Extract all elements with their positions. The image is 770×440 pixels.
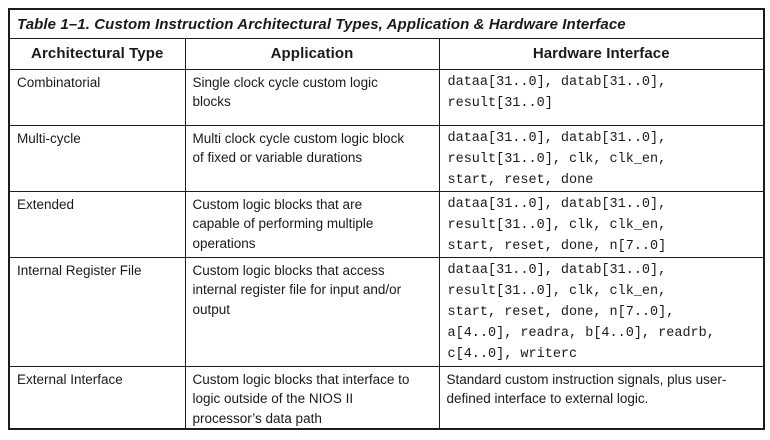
column-header-application: Application: [184, 39, 440, 70]
cell-architectural-type: External Interface: [10, 365, 186, 428]
cell-architectural-type: Internal Register File: [10, 256, 186, 367]
data-grid: Architectural Type Application Hardware …: [10, 39, 763, 428]
custom-instruction-table: Table 1–1. Custom Instruction Architectu…: [8, 8, 765, 430]
cell-application: Multi clock cycle custom logic block of …: [184, 124, 440, 192]
cell-hardware-interface: dataa[31..0], datab[31..0], result[31..0…: [438, 256, 763, 367]
cell-application: Custom logic blocks that interface to lo…: [184, 365, 440, 428]
column-header-architectural-type: Architectural Type: [10, 39, 186, 70]
table-header-row: Architectural Type Application Hardware …: [10, 39, 763, 70]
cell-architectural-type: Multi-cycle: [10, 124, 186, 192]
table-row-combinatorial: Combinatorial Single clock cycle custom …: [10, 68, 763, 126]
cell-hardware-interface: dataa[31..0], datab[31..0], result[31..0…: [438, 124, 763, 192]
cell-architectural-type: Combinatorial: [10, 68, 186, 126]
table-caption: Table 1–1. Custom Instruction Architectu…: [10, 10, 763, 39]
cell-application: Custom logic blocks that access internal…: [184, 256, 440, 367]
table-row-extended: Extended Custom logic blocks that are ca…: [10, 190, 763, 258]
table-row-multi-cycle: Multi-cycle Multi clock cycle custom log…: [10, 124, 763, 192]
cell-architectural-type: Extended: [10, 190, 186, 258]
cell-hardware-interface: dataa[31..0], datab[31..0], result[31..0…: [438, 190, 763, 258]
table-row-external-interface: External Interface Custom logic blocks t…: [10, 365, 763, 428]
column-header-hardware-interface: Hardware Interface: [438, 39, 763, 70]
table-row-internal-register-file: Internal Register File Custom logic bloc…: [10, 256, 763, 367]
cell-application: Custom logic blocks that are capable of …: [184, 190, 440, 258]
cell-application: Single clock cycle custom logic blocks: [184, 68, 440, 126]
cell-hardware-interface: Standard custom instruction signals, plu…: [438, 365, 763, 428]
cell-hardware-interface: dataa[31..0], datab[31..0], result[31..0…: [438, 68, 763, 126]
